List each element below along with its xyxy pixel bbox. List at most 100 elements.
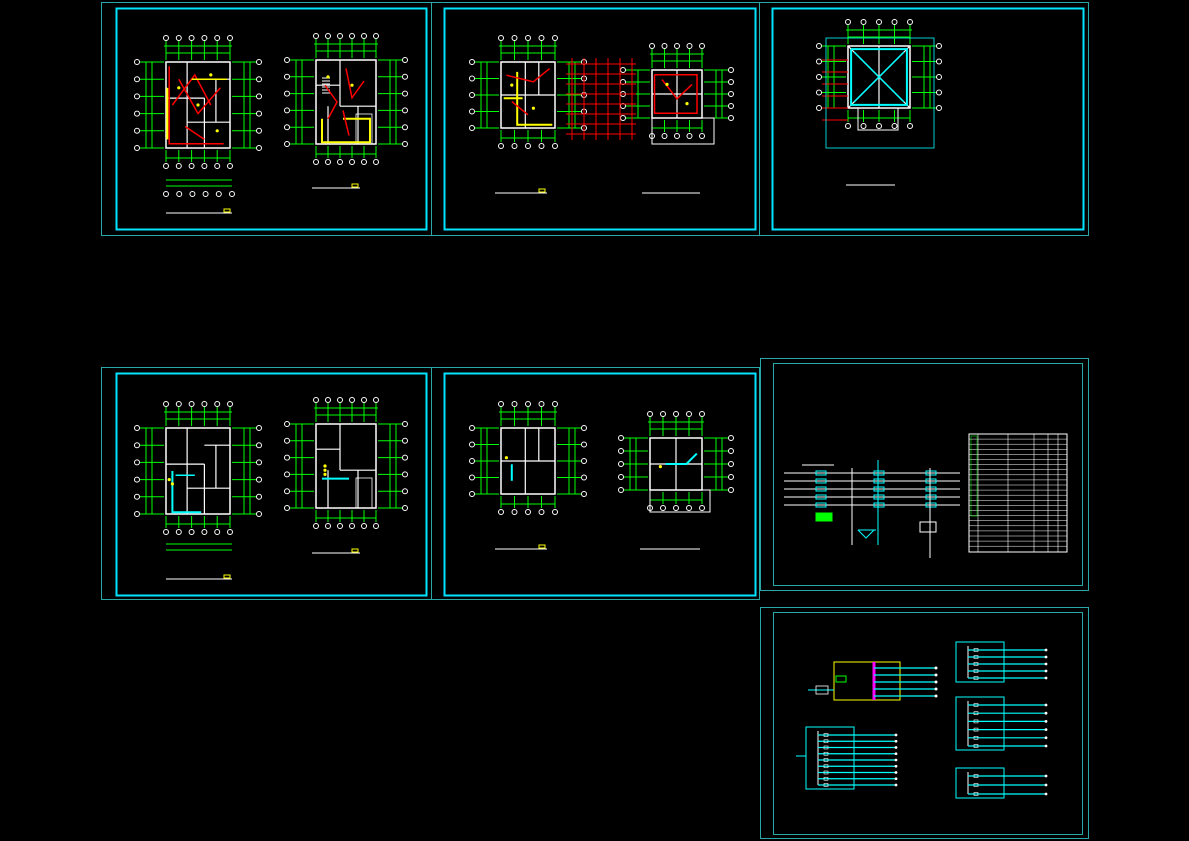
- axis-bubble-bottom: [188, 163, 195, 169]
- wire-run: [850, 48, 908, 106]
- axis-bubble-top: [201, 401, 208, 407]
- fixture-symbol: [196, 103, 200, 107]
- axis-bubble-top: [498, 401, 504, 407]
- axis-bubble-right: [936, 74, 942, 80]
- axis-bubble-top: [649, 43, 655, 49]
- axis-bubble-left: [816, 89, 822, 96]
- axis-bubble-right: [581, 491, 587, 497]
- terminal-dot: [1044, 711, 1048, 715]
- system-device: [815, 486, 827, 492]
- axis-bubble-top: [860, 19, 867, 25]
- axis-bubble-right: [402, 73, 408, 80]
- axis-bubble-bottom: [175, 163, 182, 169]
- drawing-title-scale: [351, 183, 359, 188]
- axis-bubble-bottom: [337, 159, 343, 165]
- wire-run: [345, 68, 365, 100]
- fixture-symbol: [504, 456, 508, 460]
- axis-bubble-top: [525, 35, 531, 41]
- branch-breaker: [973, 648, 979, 652]
- axis-bubble-left: [284, 90, 290, 97]
- fixture-symbol: [323, 468, 327, 472]
- axis-bubble-left: [469, 491, 475, 497]
- branch-breaker: [973, 703, 979, 707]
- axis-bubble-top: [907, 19, 913, 25]
- terminal-dot: [1044, 703, 1048, 707]
- axis-bubble-left: [134, 145, 140, 151]
- axis-bubble-bottom: [845, 123, 851, 129]
- axis-bubble-right: [402, 437, 408, 444]
- axis-bubble-top: [337, 33, 343, 39]
- branch-breaker: [823, 745, 829, 750]
- terminal-dot: [894, 733, 898, 737]
- fixture-symbol: [215, 129, 219, 133]
- terminal-dot: [934, 694, 938, 698]
- branch-breaker: [973, 719, 979, 724]
- axis-bubble-right: [256, 476, 262, 483]
- axis-bubble-top: [188, 401, 195, 407]
- axis-bubble-right: [256, 425, 262, 431]
- axis-bubble-bottom: [227, 529, 233, 535]
- axis-bubble-left: [284, 454, 290, 461]
- axis-bubble-right: [728, 448, 734, 454]
- axis-bubble-right: [256, 459, 262, 466]
- terminal-dot: [1044, 676, 1048, 680]
- axis-bubble-left: [620, 67, 626, 73]
- axis-bubble-top: [214, 401, 221, 407]
- wire-run: [168, 66, 224, 145]
- branch-breaker: [973, 662, 979, 666]
- terminal-dot: [1044, 774, 1048, 778]
- drawing-title-scale: [223, 574, 231, 579]
- axis-bubble-bottom: [891, 123, 898, 129]
- axis-bubble-bottom: [227, 163, 233, 169]
- axis-bubble-bottom: [498, 143, 504, 149]
- system-device: [815, 494, 827, 500]
- axis-bubble-bottom: [325, 159, 331, 165]
- axis-bubble-bottom: [907, 123, 913, 129]
- axis-bubble-left: [284, 471, 290, 478]
- axis-bubble-bottom: [860, 123, 867, 129]
- branch-breaker: [973, 783, 979, 787]
- system-equipment-box: [815, 512, 833, 522]
- axis-bubble-left: [134, 110, 140, 117]
- system-device: [815, 478, 827, 484]
- branch-breaker: [973, 669, 979, 673]
- axis-bubble-top: [201, 35, 208, 41]
- sub-panel-1: [955, 641, 1005, 683]
- wire-run: [324, 84, 338, 120]
- axis-bubble-top: [175, 35, 182, 41]
- wire-run: [171, 73, 212, 106]
- branch-breaker: [823, 776, 829, 781]
- axis-bubble-bottom: [661, 133, 668, 139]
- system-device: [925, 502, 937, 508]
- terminal-dot: [1044, 655, 1048, 659]
- wire-run: [178, 78, 221, 115]
- fixture-symbol: [658, 465, 663, 469]
- axis-bubble-left: [134, 476, 140, 483]
- fixture-symbol: [170, 482, 174, 486]
- lower-wing-wall: [651, 117, 715, 145]
- axis-bubble-bottom: [373, 159, 379, 165]
- system-device: [925, 470, 937, 476]
- table-highlight-column: [970, 435, 978, 517]
- sheet-1-outer-border: [101, 2, 432, 236]
- axis-bubble-left: [618, 474, 624, 480]
- wiring-layer: [166, 37, 935, 514]
- axis-bubble-top: [349, 397, 355, 403]
- sheet-5-inner-border: [443, 372, 757, 597]
- terminal-dot: [1044, 648, 1048, 652]
- axis-bubble-right: [256, 59, 262, 65]
- axis-bubble-top: [361, 33, 367, 39]
- axis-bubble-bottom: [361, 523, 367, 529]
- axis-bubble-top: [511, 401, 518, 407]
- sheet-4-inner-border: [115, 372, 428, 597]
- axis-bubble-right: [936, 43, 942, 49]
- axis-bubble-bottom: [176, 191, 183, 197]
- terminal-dot: [1044, 720, 1048, 723]
- axis-bubble-right: [402, 107, 408, 114]
- exterior-wall: [315, 423, 377, 509]
- fixture-symbol: [665, 82, 669, 86]
- axis-bubble-right: [936, 89, 942, 96]
- terminal-dot: [894, 746, 898, 749]
- terminal-dot: [894, 758, 898, 762]
